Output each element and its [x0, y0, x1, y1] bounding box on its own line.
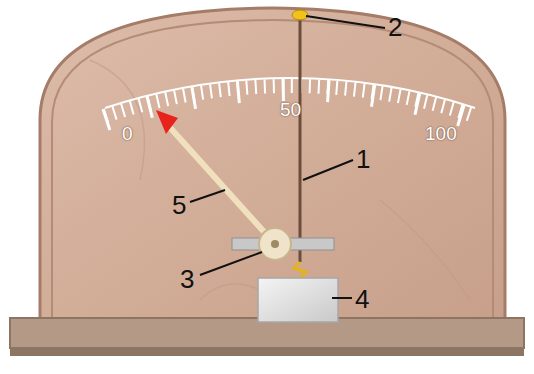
board — [40, 8, 505, 330]
weight — [258, 278, 338, 322]
top-screw — [292, 10, 308, 20]
callout-number: 3 — [180, 266, 194, 292]
leader-line — [332, 297, 352, 299]
leader-line — [200, 252, 262, 275]
scale-number: 50 — [280, 100, 301, 119]
callout-number: 5 — [172, 192, 186, 218]
pointer-arm — [165, 122, 275, 244]
leader-line — [190, 190, 225, 202]
scale-number: 100 — [425, 124, 457, 143]
leader-line — [306, 16, 385, 28]
pulley-axle — [271, 240, 279, 248]
leader-line — [303, 160, 353, 180]
pointer-tip — [156, 110, 178, 134]
hook — [294, 262, 306, 278]
callout-number: 2 — [388, 14, 402, 40]
callout-number: 4 — [355, 286, 369, 312]
base-edge — [10, 348, 524, 356]
scale-number: 0 — [122, 124, 133, 143]
hair-strand — [299, 16, 302, 262]
board-groove — [52, 20, 493, 325]
pulley — [259, 228, 291, 260]
callout-number: 1 — [356, 146, 370, 172]
